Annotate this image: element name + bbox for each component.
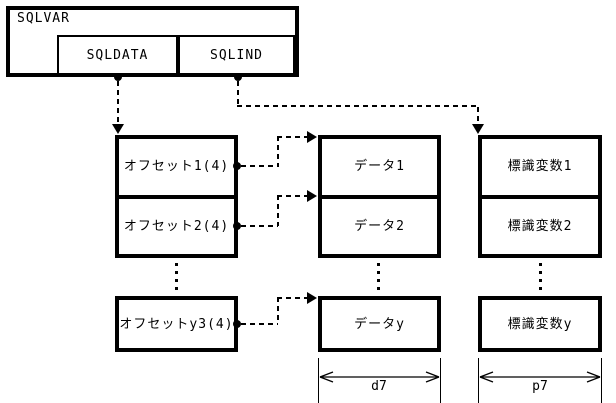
sqlind-label: SQLIND bbox=[210, 47, 263, 63]
offset-2-label: オフセット2(4) bbox=[123, 218, 230, 234]
offset-table: オフセット1(4) オフセット2(4) bbox=[115, 135, 238, 258]
indicator-row-2: 標識変数2 bbox=[482, 199, 598, 255]
vertical-ellipsis bbox=[175, 263, 178, 290]
offset-y-pointer-v bbox=[277, 297, 279, 324]
arrow-down-icon bbox=[472, 124, 484, 134]
data-table: データ1 データ2 bbox=[318, 135, 441, 258]
offset-2-junction-dot bbox=[233, 222, 241, 230]
offset-y-label: オフセットy3(4) bbox=[119, 316, 234, 332]
offset-row-y-box: オフセットy3(4) bbox=[115, 296, 238, 352]
offset-row-2: オフセット2(4) bbox=[119, 199, 234, 255]
sqlind-cell: SQLIND bbox=[178, 35, 295, 75]
indicator-1-label: 標識変数1 bbox=[507, 159, 573, 175]
sqldata-junction-dot bbox=[114, 73, 122, 81]
indicator-table: 標識変数1 標識変数2 bbox=[478, 135, 602, 258]
offset-row-1: オフセット1(4) bbox=[119, 139, 234, 199]
indicator-y-label: 標識変数y bbox=[507, 316, 573, 332]
vertical-ellipsis bbox=[539, 263, 542, 290]
sqlind-pointer-line-v1 bbox=[237, 81, 239, 107]
offset-1-pointer-h1 bbox=[241, 165, 278, 167]
sqldata-label: SQLDATA bbox=[86, 47, 149, 63]
double-arrow-icon bbox=[319, 371, 440, 383]
data-row-2: データ2 bbox=[322, 199, 437, 255]
dimension-extension-line bbox=[440, 358, 441, 403]
sqlind-pointer-line-v2 bbox=[477, 107, 479, 124]
offset-y-junction-dot bbox=[233, 320, 241, 328]
indicator-2-label: 標識変数2 bbox=[507, 218, 573, 234]
indicator-width-label: p7 bbox=[529, 380, 551, 393]
offset-2-pointer-v bbox=[277, 195, 279, 226]
arrow-right-icon bbox=[307, 190, 317, 202]
indicator-row-1: 標識変数1 bbox=[482, 139, 598, 199]
sqlind-junction-dot bbox=[234, 73, 242, 81]
offset-2-pointer-h2 bbox=[277, 195, 308, 197]
arrow-down-icon bbox=[112, 124, 124, 134]
sqlind-pointer-line-h bbox=[237, 105, 479, 107]
offset-1-pointer-h2 bbox=[277, 136, 308, 138]
offset-1-label: オフセット1(4) bbox=[123, 159, 230, 175]
data-row-y-box: データy bbox=[318, 296, 441, 352]
indicator-row-y-box: 標識変数y bbox=[478, 296, 602, 352]
data-2-label: データ2 bbox=[354, 218, 405, 234]
sqldata-pointer-line bbox=[117, 81, 119, 124]
data-1-label: データ1 bbox=[354, 159, 405, 175]
arrow-right-icon bbox=[307, 292, 317, 304]
dimension-extension-line bbox=[601, 358, 602, 403]
arrow-right-icon bbox=[307, 131, 317, 143]
data-row-1: データ1 bbox=[322, 139, 437, 199]
vertical-ellipsis bbox=[377, 263, 380, 290]
offset-2-pointer-h1 bbox=[241, 225, 278, 227]
double-arrow-icon bbox=[479, 371, 601, 383]
dimension-extension-line bbox=[318, 358, 319, 403]
offset-y-pointer-h1 bbox=[241, 323, 278, 325]
sqlvar-label: SQLVAR bbox=[17, 11, 70, 26]
data-width-label: d7 bbox=[368, 380, 390, 393]
offset-y-pointer-h2 bbox=[277, 297, 308, 299]
sqldata-cell: SQLDATA bbox=[57, 35, 178, 75]
offset-1-junction-dot bbox=[233, 162, 241, 170]
data-y-label: データy bbox=[354, 316, 405, 332]
offset-1-pointer-v bbox=[277, 136, 279, 167]
dimension-extension-line bbox=[478, 358, 479, 403]
